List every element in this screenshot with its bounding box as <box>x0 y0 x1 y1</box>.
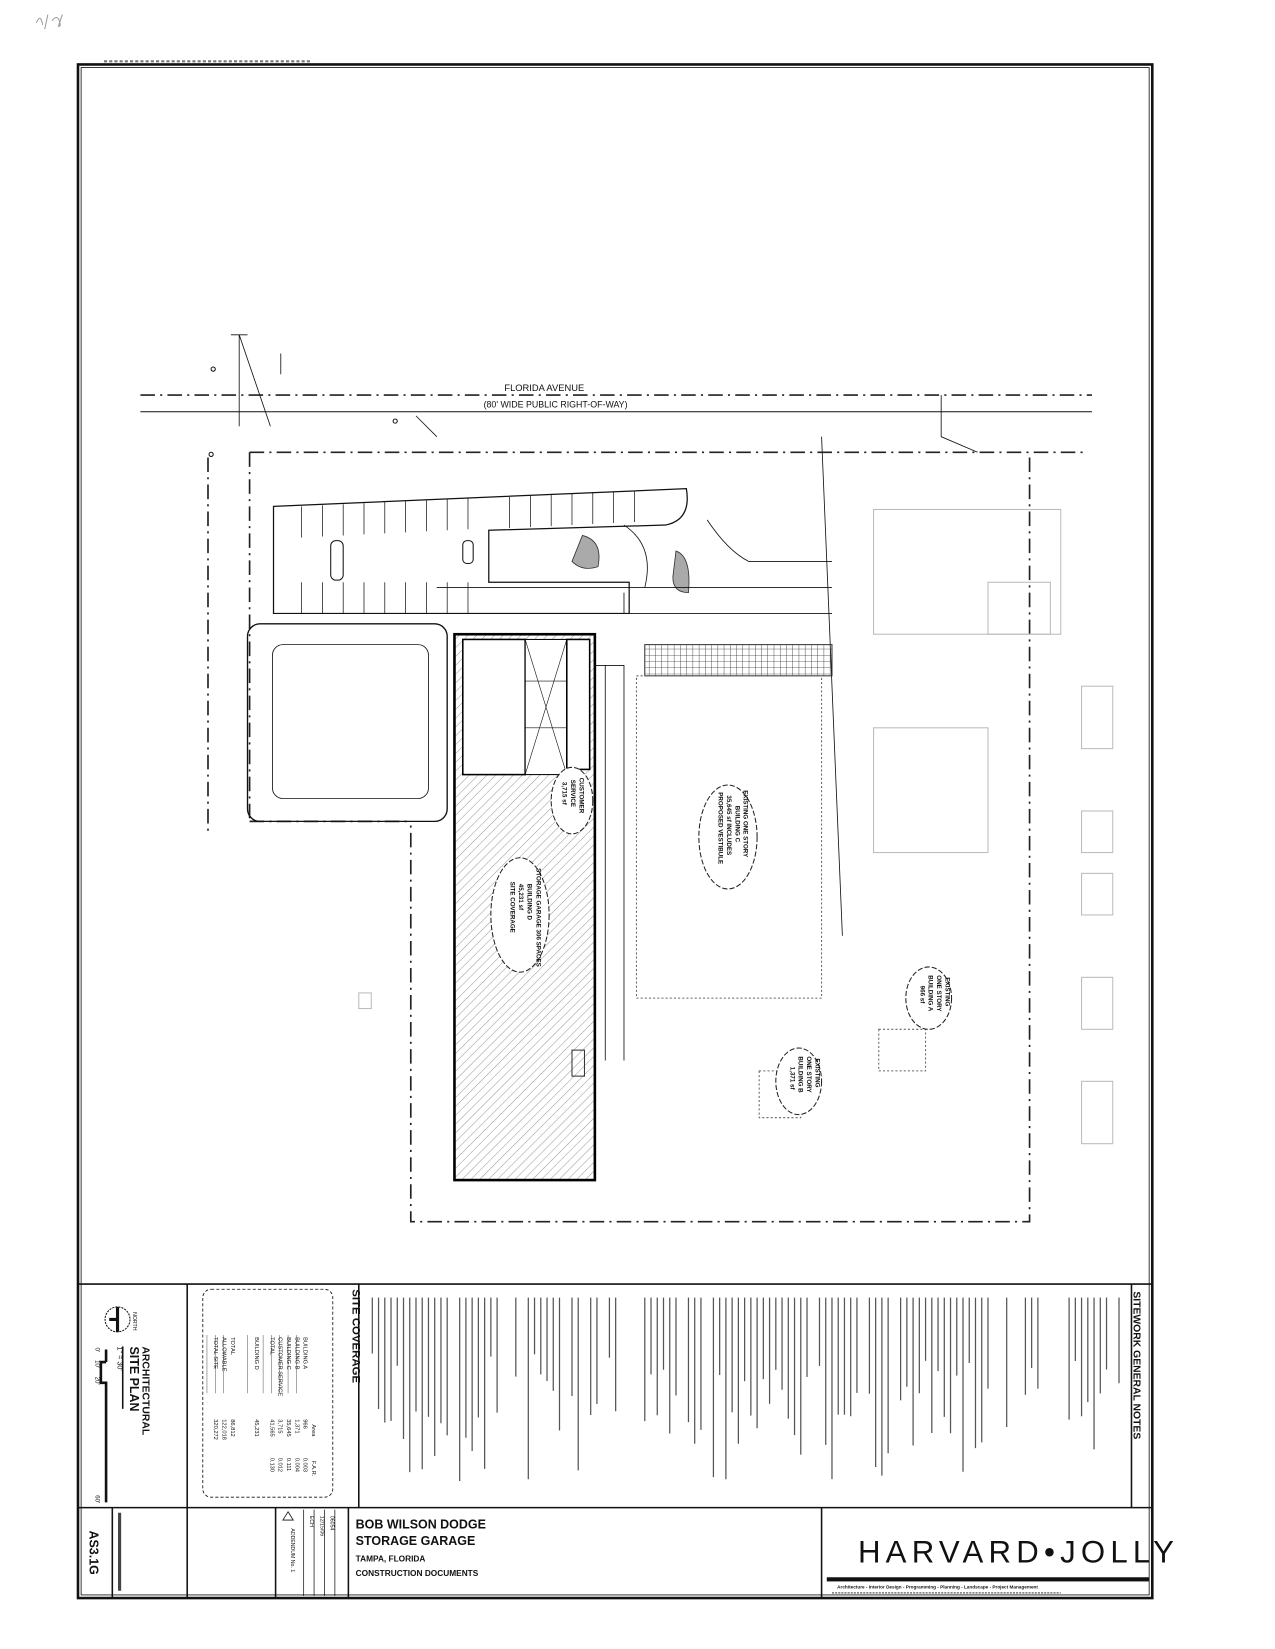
street-name: FLORIDA AVENUE <box>504 383 584 393</box>
cs-label-3: 3,715 sf <box>561 782 568 806</box>
scale-bar <box>99 1349 108 1503</box>
sheet-inner-border <box>80 67 1150 1596</box>
scale-tick-10: 10' <box>94 1360 101 1368</box>
scale-text: 1" = 30' <box>116 1346 125 1371</box>
coverage-header-area: Area <box>310 1424 316 1437</box>
bldg-b-label-2: ONE STORY <box>805 1056 812 1093</box>
coverage-row-area: 35,645 <box>285 1419 291 1436</box>
existing-building-c <box>635 675 823 999</box>
cloud-building-c: EXISTING ONE STORY BUILDING C 35,645 sf … <box>698 784 758 890</box>
sheet-border <box>76 63 1154 1600</box>
bldg-b-label-1: EXISTING <box>813 1058 820 1087</box>
coverage-row-label: CUSTOMER SERVICE <box>277 1337 283 1396</box>
coverage-row-far: 0.130 <box>268 1458 274 1472</box>
project-subtitle: STORAGE GARAGE <box>356 1534 476 1548</box>
sitework-notes: SITEWORK GENERAL NOTES <box>371 1291 1142 1482</box>
project-info: AS3.1G 06054 12/15/06 ECH ADDENDUM No. 1… <box>86 1509 486 1596</box>
firm-logo: HARVARD•JOLLY <box>858 1535 1179 1570</box>
retention-pond <box>246 623 448 823</box>
project-phase: CONSTRUCTION DOCUMENTS <box>356 1568 479 1578</box>
site-plan: FLORIDA AVENUE (80' WIDE PUBLIC RIGHT-OF… <box>140 334 1114 1223</box>
coverage-row-label: TOTAL <box>229 1337 235 1355</box>
bldg-c-label-4: PROPOSED VESTIBULE <box>717 792 724 864</box>
scale-tick-60: 60' <box>94 1495 101 1503</box>
street-row: (80' WIDE PUBLIC RIGHT-OF-WAY) <box>484 400 628 410</box>
drawing-date: 12/15/06 <box>318 1516 324 1536</box>
coverage-row-area: 1,371 <box>293 1419 299 1433</box>
garage-label-2: BUILDING D <box>525 884 532 921</box>
scale-tick-0: 0' <box>94 1347 101 1352</box>
bldg-c-label-2: BUILDING C <box>733 806 740 843</box>
coverage-row-label: TOTAL SITE <box>212 1337 218 1369</box>
bldg-b-label-3: BUILDING B <box>797 1056 804 1093</box>
cloud-building-a: EXISTING ONE STORY BUILDING A 966 sf <box>905 966 953 1030</box>
bldg-a-label-1: EXISTING <box>943 977 950 1006</box>
property-line <box>207 451 1087 1223</box>
sheet-title-panel: NORTH ARCHITECTURAL SITE PLAN 1" = 30' 0… <box>94 1306 150 1503</box>
handwritten-mark <box>35 14 63 30</box>
notes-title: SITEWORK GENERAL NOTES <box>1131 1291 1142 1439</box>
bldg-c-label-3: 35,645 sf INCLUDES <box>725 795 732 855</box>
coverage-row-area: 3,715 <box>277 1419 283 1433</box>
sheet-title-1: ARCHITECTURAL <box>139 1346 150 1435</box>
garage-label-1: STORAGE GARAGE 306 SPACES <box>535 868 542 967</box>
cs-label-1: CUSTOMER <box>577 778 584 814</box>
coverage-row-label: BUILDING A <box>302 1337 308 1369</box>
bldg-c-label-1: EXISTING ONE STORY <box>742 790 749 858</box>
cloud-building-b: EXISTING ONE STORY BUILDING B 1,371 sf <box>775 1047 823 1116</box>
coverage-row-area: 41,565 <box>268 1419 274 1436</box>
revision-note: ADDENDUM No. 1 <box>289 1528 295 1572</box>
coverage-row-label: ALLOWABLE <box>221 1337 227 1372</box>
coverage-header-far: F.A.R. <box>310 1461 316 1477</box>
coverage-row-area: 320,272 <box>212 1419 218 1440</box>
cs-label-2: SERVICE <box>569 780 576 807</box>
cloud-customer-service: CUSTOMER SERVICE 3,715 sf <box>550 766 594 835</box>
coverage-row-far: 0.111 <box>285 1458 291 1471</box>
site-coverage-title: SITE COVERAGE <box>350 1289 362 1383</box>
coverage-row-label: BUILDING C <box>285 1337 291 1370</box>
parking-lot <box>272 488 688 615</box>
coverage-row-far: 0.004 <box>293 1458 299 1472</box>
firm-services: Architecture - Interior Design - Program… <box>837 1585 1038 1590</box>
coverage-row-label: BUILDING B <box>293 1337 299 1370</box>
coverage-row-area: 86,812 <box>229 1419 235 1436</box>
title-block <box>77 1283 1153 1599</box>
canopy-grid <box>644 644 833 677</box>
coverage-row-far: 0.003 <box>302 1458 308 1472</box>
garage-label-4: SITE COVERAGE <box>509 882 516 933</box>
coverage-row-area: 966 <box>302 1419 308 1429</box>
north-label: NORTH <box>131 1312 137 1331</box>
coverage-row-far: 0.012 <box>277 1458 283 1472</box>
drawn-by: ECH <box>308 1516 314 1527</box>
scale-tick-20: 20' <box>94 1377 101 1385</box>
coverage-row-area: 45,231 <box>253 1419 259 1436</box>
coverage-row-area: 122,018 <box>221 1419 227 1440</box>
bldg-b-label-4: 1,371 sf <box>788 1067 795 1091</box>
garage-label-3: 45,231 sf <box>517 884 524 911</box>
bldg-a-label-2: ONE STORY <box>935 975 942 1012</box>
coverage-row-label: BUILDING D <box>253 1337 259 1370</box>
bldg-a-label-3: BUILDING A <box>927 975 934 1012</box>
firm-logo-block: HARVARD•JOLLY Architecture - Interior De… <box>826 1535 1179 1594</box>
project-name: BOB WILSON DODGE <box>356 1517 486 1531</box>
project-location: TAMPA, FLORIDA <box>356 1554 426 1564</box>
job-number: 06054 <box>329 1516 335 1531</box>
bldg-a-label-4: 966 sf <box>918 986 925 1005</box>
sheet-number: AS3.1G <box>86 1530 100 1574</box>
sheet-title-2: SITE PLAN <box>127 1346 141 1411</box>
cloud-garage: STORAGE GARAGE 306 SPACES BUILDING D 45,… <box>490 857 550 973</box>
coverage-row-label: TOTAL <box>268 1337 274 1355</box>
